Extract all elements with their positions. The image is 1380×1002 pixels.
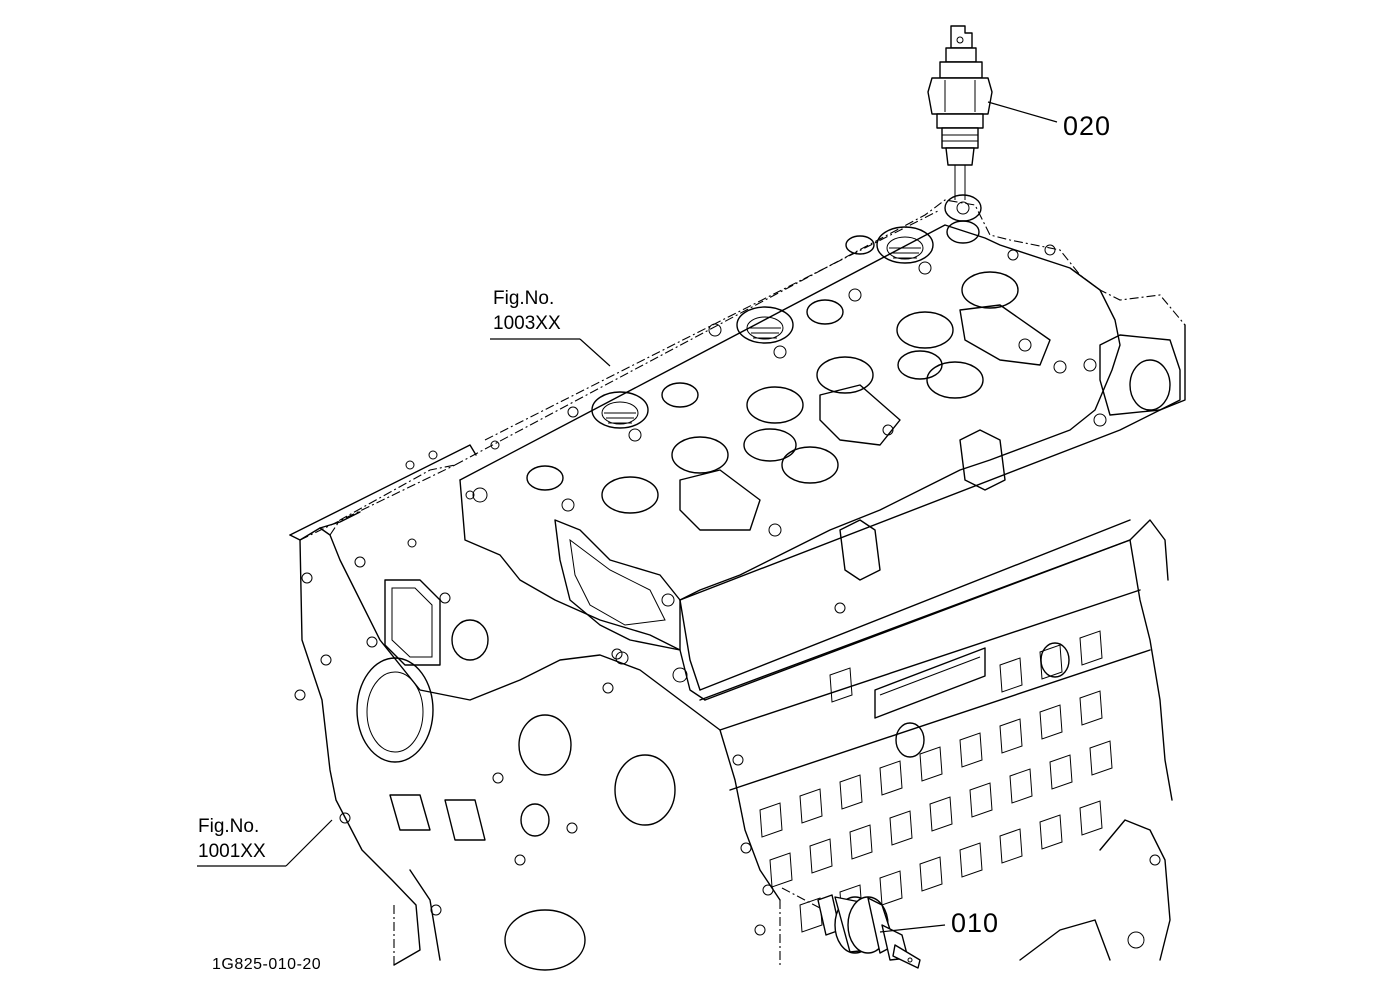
oil-pressure-switch-010 (781, 887, 921, 969)
illustration-code: 1G825-010-20 (212, 956, 322, 973)
cylinder-head-reference: Fig.No. 1003XX (493, 286, 561, 336)
part-020-callout: 020 (1063, 111, 1112, 141)
cylinder-head-reference-line2: 1003XX (493, 313, 561, 334)
cylinder-head (329, 194, 1186, 701)
leader-lines (197, 101, 1058, 933)
cylinder-block (289, 444, 1173, 971)
cylinder-head-reference-line1: Fig.No. (493, 288, 555, 309)
cylinder-block-reference: Fig.No. 1001XX (198, 814, 266, 864)
part-010-callout: 010 (951, 908, 1000, 938)
cylinder-block-reference-line1: Fig.No. (198, 816, 260, 837)
temperature-sensor-020 (927, 25, 993, 200)
cylinder-block-reference-line2: 1001XX (198, 841, 266, 862)
